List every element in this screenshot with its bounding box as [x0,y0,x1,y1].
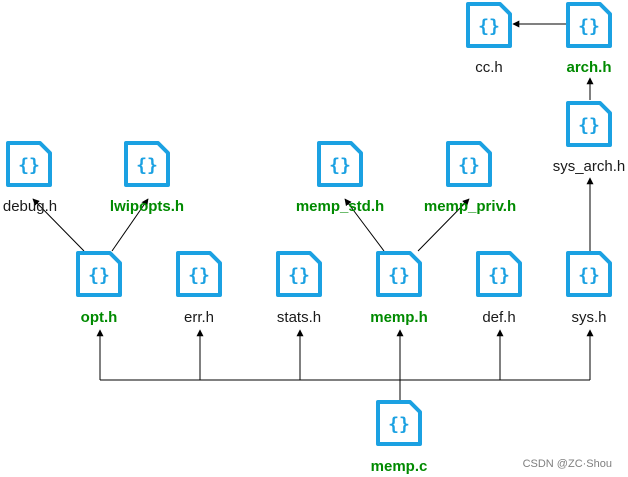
icon-glyph: {} [578,16,600,37]
label-debug-h: debug.h [3,198,57,215]
label-err-h: err.h [184,309,214,326]
node-cc-h[interactable]: {} [466,2,512,48]
edges-layer [32,20,594,400]
file-code-icon [466,2,512,48]
file-code-icon [476,251,522,297]
node-memp-std-h[interactable]: {} [317,141,363,187]
file-code-icon [124,141,170,187]
label-memp-std-h: memp_std.h [296,198,384,215]
icon-glyph: {} [578,265,600,286]
file-code-icon [376,251,422,297]
icon-glyph: {} [136,155,158,176]
node-err-h[interactable]: {} [176,251,222,297]
label-memp-c: memp.c [371,458,428,475]
node-memp-h[interactable]: {} [376,251,422,297]
label-stats-h: stats.h [277,309,321,326]
file-code-icon [566,2,612,48]
edge-opt-to-debug [32,198,85,252]
icon-glyph: {} [288,265,310,286]
file-code-icon [566,101,612,147]
node-arch-h[interactable]: {} [566,2,612,48]
edge-opt-to-lwipopts [111,198,149,252]
label-cc-h: cc.h [475,59,503,76]
node-lwipopts-h[interactable]: {} [124,141,170,187]
icon-glyph: {} [329,155,351,176]
file-code-icon [276,251,322,297]
file-code-icon [176,251,222,297]
label-sys-h: sys.h [571,309,606,326]
edge-memp-to-memp-std [344,198,385,252]
node-def-h[interactable]: {} [476,251,522,297]
label-memp-h: memp.h [370,309,428,326]
file-code-icon [317,141,363,187]
icon-glyph: {} [578,115,600,136]
icon-glyph: {} [188,265,210,286]
watermark: CSDN @ZC·Shou [523,458,612,470]
label-def-h: def.h [482,309,515,326]
node-sys-arch-h[interactable]: {} [566,101,612,147]
icon-glyph: {} [478,16,500,37]
label-sys-arch-h: sys_arch.h [553,158,626,175]
label-opt-h: opt.h [81,309,118,326]
node-opt-h[interactable]: {} [76,251,122,297]
icon-glyph: {} [18,155,40,176]
file-code-icon [446,141,492,187]
file-code-icon [6,141,52,187]
file-code-icon [566,251,612,297]
node-memp-c[interactable]: {} [376,400,422,446]
icon-glyph: {} [458,155,480,176]
file-code-icon [76,251,122,297]
icon-glyph: {} [388,414,410,435]
icon-glyph: {} [388,265,410,286]
edge-memp-to-memp-priv [417,198,470,252]
icon-glyph: {} [88,265,110,286]
label-memp-priv-h: memp_priv.h [424,198,516,215]
icon-glyph: {} [488,265,510,286]
node-memp-priv-h[interactable]: {} [446,141,492,187]
label-arch-h: arch.h [566,59,611,76]
nodes-layer: {} {} {} {} {} {} {} {} [6,2,612,446]
node-debug-h[interactable]: {} [6,141,52,187]
file-code-icon [376,400,422,446]
labels-layer: cc.h arch.h sys_arch.h debug.h lwipopts.… [3,59,625,475]
label-lwipopts-h: lwipopts.h [110,198,184,215]
node-stats-h[interactable]: {} [276,251,322,297]
node-sys-h[interactable]: {} [566,251,612,297]
